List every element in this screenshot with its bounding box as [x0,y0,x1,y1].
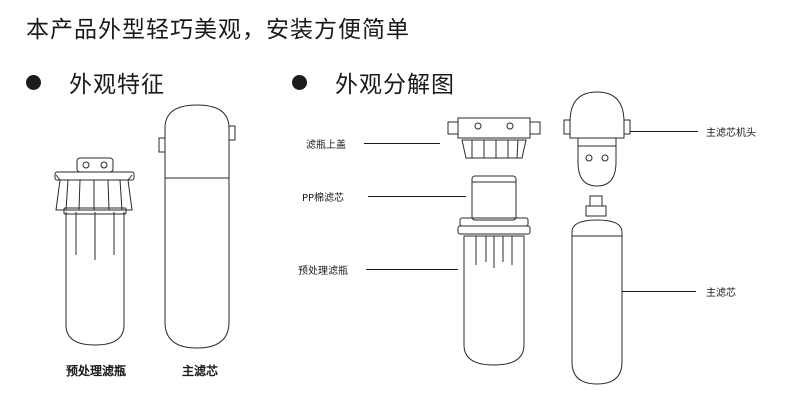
callout-pp-cotton: PP棉滤芯 [302,193,345,204]
main-cartridge-illustration [158,104,236,349]
section-exploded: 外观分解图 [292,65,455,99]
prefilter-bottle-exploded-illustration [457,217,531,366]
caption-main-cartridge: 主滤芯 [182,364,219,378]
caption-prefilter-bottle: 预处理滤瓶 [66,364,127,378]
section-title-exploded: 外观分解图 [335,72,455,98]
leader-line [366,269,458,270]
headline: 本产品外型轻巧美观，安装方便简单 [26,17,410,43]
main-head-illustration [563,91,631,187]
bullet-icon [292,74,307,90]
leader-line [364,143,440,144]
section-title-appearance: 外观特征 [69,72,165,98]
callout-main-cartridge: 主滤芯 [706,288,736,299]
section-appearance: 外观特征 [26,65,165,99]
pp-cotton-illustration [471,175,517,221]
callout-bottle-cap: 滤瓶上盖 [306,140,346,151]
prefilter-bottle-illustration [54,157,135,346]
leader-line [368,196,466,197]
leader-line [630,131,698,132]
bullet-icon [26,74,41,90]
callout-prefilter-bottle: 预处理滤瓶 [298,266,348,277]
main-cartridge-exploded-illustration [571,195,623,385]
leader-line [622,291,696,292]
bottle-cap-illustration [447,117,541,159]
callout-main-head: 主滤芯机头 [706,128,756,139]
